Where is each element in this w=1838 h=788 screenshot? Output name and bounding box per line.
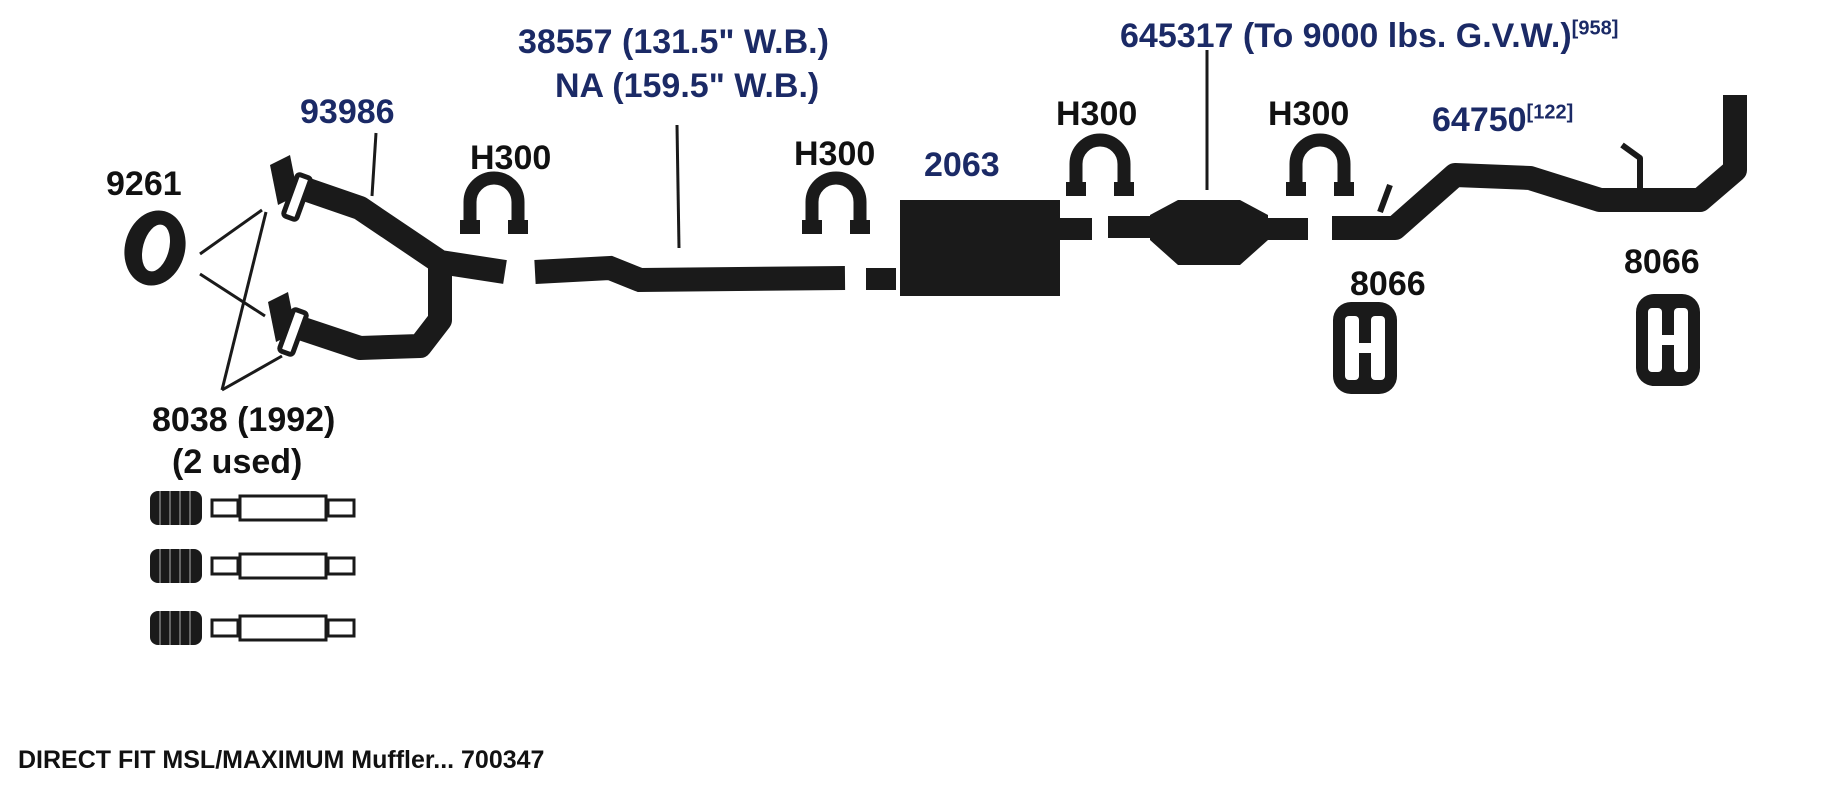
clamp-h300-3 bbox=[1066, 133, 1134, 196]
diagram-caption: DIRECT FIT MSL/MAXIMUM Muffler... 700347 bbox=[18, 746, 545, 774]
label-64750-text: 64750 bbox=[1432, 101, 1527, 139]
clamp-h300-1 bbox=[460, 171, 528, 234]
label-38557: 38557 (131.5" W.B.) bbox=[518, 23, 829, 61]
muffler-2063 bbox=[866, 200, 1092, 296]
label-9261: 9261 bbox=[106, 165, 182, 203]
label-645317-text: 645317 (To 9000 lbs. G.V.W.) bbox=[1120, 17, 1572, 55]
label-h300-1: H300 bbox=[470, 139, 552, 177]
label-h300-2: H300 bbox=[794, 135, 876, 173]
label-h300-3: H300 bbox=[1056, 95, 1138, 133]
clamp-h300-2 bbox=[802, 171, 870, 234]
label-8038: 8038 (1992) bbox=[152, 401, 336, 439]
hanger-8066-1 bbox=[1333, 302, 1397, 394]
label-8066-2: 8066 bbox=[1624, 243, 1700, 281]
label-64750-note: [122] bbox=[1526, 101, 1574, 124]
intermediate-pipe-38557 bbox=[534, 255, 846, 293]
label-2063: 2063 bbox=[924, 146, 1000, 184]
bolt-kit-8038-2 bbox=[150, 549, 356, 583]
y-pipe-flanges bbox=[268, 155, 313, 357]
label-645317-note: [958] bbox=[1571, 17, 1619, 40]
tailpipe-64750 bbox=[1332, 95, 1747, 240]
label-8038-qty: (2 used) bbox=[172, 443, 303, 481]
bolt-kit-8038-1 bbox=[150, 491, 356, 525]
label-64750: 64750[122] bbox=[1432, 102, 1573, 138]
converter-645317 bbox=[1108, 200, 1308, 265]
gasket-9261 bbox=[124, 210, 186, 286]
clamp-h300-4 bbox=[1286, 133, 1354, 196]
label-8066-1: 8066 bbox=[1350, 265, 1426, 303]
label-h300-4: H300 bbox=[1268, 95, 1350, 133]
bolt-kit-8038-3 bbox=[150, 611, 356, 645]
label-93986: 93986 bbox=[300, 93, 395, 131]
y-pipe-93986 bbox=[296, 176, 507, 360]
hanger-8066-2 bbox=[1636, 294, 1700, 386]
label-na: NA (159.5" W.B.) bbox=[555, 67, 820, 105]
leader-lines bbox=[199, 50, 1209, 392]
label-645317: 645317 (To 9000 lbs. G.V.W.)[958] bbox=[1120, 18, 1618, 54]
